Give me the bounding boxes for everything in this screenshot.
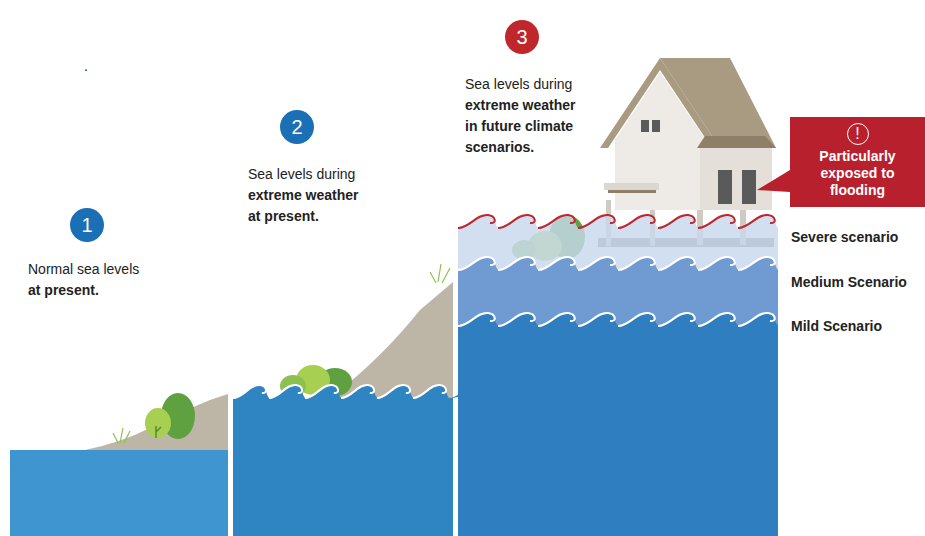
step-number-circle: 3 xyxy=(505,20,539,54)
step-description: Normal sea levels xyxy=(28,259,178,280)
tree xyxy=(113,393,195,443)
warning-icon: ! xyxy=(847,123,869,145)
callout-text: Particularly exposed to flooding xyxy=(796,148,919,199)
wave-curls-mild xyxy=(458,313,775,326)
step-description: extreme weather in future climate scenar… xyxy=(465,95,589,158)
shore-hill xyxy=(85,394,228,452)
step-description: at present. xyxy=(28,280,178,301)
stray-mark: . xyxy=(84,56,104,77)
step-number-circle: 2 xyxy=(280,110,314,144)
step-description: Sea levels during xyxy=(465,74,625,95)
panel-present-extreme xyxy=(233,264,480,536)
water xyxy=(10,450,228,536)
wave-curls-medium xyxy=(458,257,775,270)
shore-hill xyxy=(233,282,453,400)
grass xyxy=(430,264,450,283)
scenario-label: Mild Scenario xyxy=(791,316,921,337)
wave-curls xyxy=(233,385,446,398)
wave-curls-severe xyxy=(458,215,775,228)
scenario-label: Severe scenario xyxy=(791,227,921,248)
step-number: 3 xyxy=(516,26,527,49)
step-description: Sea levels during xyxy=(248,164,408,185)
scenario-label: Medium Scenario xyxy=(791,272,921,293)
panel-present-normal xyxy=(10,393,228,536)
step-number-circle: 1 xyxy=(70,208,104,242)
callout-pointer xyxy=(757,170,790,192)
panel-future-extreme xyxy=(458,58,778,536)
water-medium xyxy=(458,257,778,536)
warning-callout: ! Particularly exposed to flooding xyxy=(790,117,925,207)
step-number: 2 xyxy=(291,116,302,139)
water xyxy=(233,385,480,536)
warning-icon-text: ! xyxy=(796,123,919,148)
step-description: extreme weather at present. xyxy=(248,185,373,227)
water-mild xyxy=(458,313,778,536)
step-number: 1 xyxy=(81,214,92,237)
water-severe xyxy=(458,215,778,536)
